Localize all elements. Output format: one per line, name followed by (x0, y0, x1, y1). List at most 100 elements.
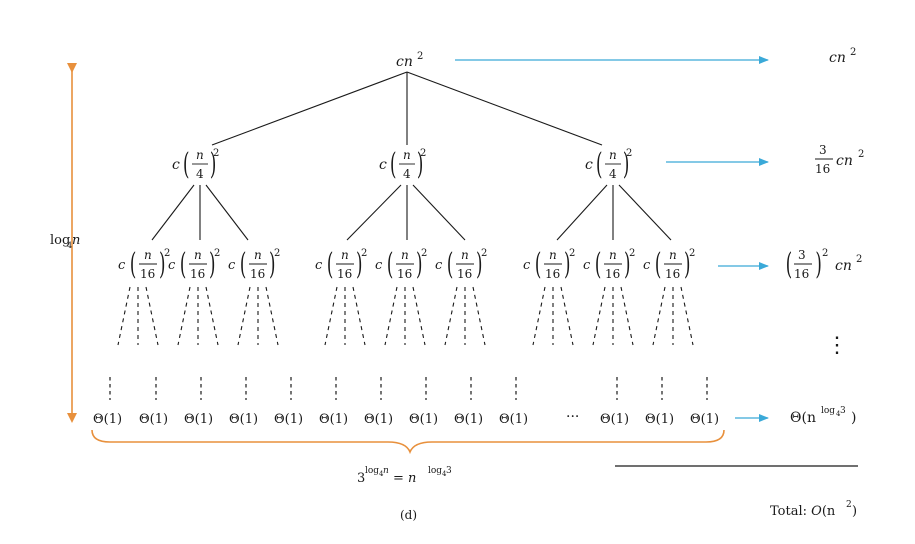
height-label: log 4 n (50, 233, 80, 250)
svg-text:c: c (168, 258, 176, 273)
svg-text:(: ( (596, 147, 602, 182)
svg-text:log: log (365, 466, 379, 476)
leaf-node: Θ(1) (229, 412, 258, 427)
level2-node: c(n16)2 (168, 247, 220, 282)
svg-text:4: 4 (379, 470, 384, 478)
svg-text:c: c (585, 157, 593, 173)
svg-text:c: c (172, 157, 180, 173)
svg-text:c: c (118, 258, 126, 273)
sum-level1: 3 16 cn 2 (815, 143, 864, 176)
svg-text:16: 16 (665, 267, 680, 281)
svg-text:2: 2 (569, 248, 575, 259)
svg-text:c: c (435, 258, 443, 273)
leaf-node: Θ(1) (409, 412, 438, 427)
leaf-node: Θ(1) (690, 412, 719, 427)
level2-node: c(n16)2 (523, 247, 575, 282)
level2-node: c(n16)2 (583, 247, 635, 282)
svg-text:): ) (269, 247, 275, 282)
svg-text:(: ( (390, 147, 396, 182)
svg-text:n: n (341, 248, 349, 262)
svg-text:2: 2 (846, 500, 852, 510)
svg-text:2: 2 (274, 248, 280, 259)
svg-text:16: 16 (457, 267, 472, 281)
total-label: Total: O(n 2 ) (770, 500, 857, 519)
svg-text:2: 2 (164, 248, 170, 259)
svg-text:(: ( (655, 247, 661, 282)
svg-text:log: log (428, 466, 442, 476)
svg-text:16: 16 (815, 162, 830, 176)
figure-caption: (d) (400, 508, 417, 522)
leaf-node: Θ(1) (274, 412, 303, 427)
svg-text:2: 2 (629, 248, 635, 259)
svg-text:c: c (643, 258, 651, 273)
svg-text:c: c (375, 258, 383, 273)
svg-text:4: 4 (196, 167, 204, 181)
svg-text:cn: cn (835, 258, 852, 274)
svg-text:16: 16 (397, 267, 412, 281)
svg-text:2: 2 (213, 148, 219, 159)
svg-text:c: c (228, 258, 236, 273)
svg-text:): ) (851, 410, 856, 426)
level2-node: c ( n 16)2 (118, 247, 170, 282)
leaf-count-brace (91, 429, 725, 455)
svg-text:2: 2 (361, 248, 367, 259)
svg-text:c: c (583, 258, 591, 273)
svg-text:16: 16 (140, 267, 155, 281)
svg-text:2: 2 (421, 248, 427, 259)
sum-level0: cn 2 (829, 47, 856, 66)
leaf-node: Θ(1) (139, 412, 168, 427)
level1-node: c ( n 4 ) 2 (585, 147, 632, 182)
svg-text:): ) (684, 247, 690, 282)
svg-text:n: n (72, 233, 80, 248)
svg-text:): ) (210, 147, 216, 182)
svg-text:3: 3 (446, 466, 452, 476)
root-node: cn 2 (396, 51, 423, 70)
level1-node: c ( n 4 ) 2 (172, 147, 219, 182)
svg-text:3: 3 (819, 143, 827, 157)
svg-text:c: c (379, 157, 387, 173)
svg-text:log: log (821, 406, 835, 416)
svg-text:): ) (476, 247, 482, 282)
sum-level2: ( 3 16 ) 2 cn 2 (786, 247, 863, 282)
svg-text:2: 2 (481, 248, 487, 259)
level1-node: c ( n 4 ) 2 (379, 147, 426, 182)
leaf-node: Θ(1) (645, 412, 674, 427)
svg-text:): ) (416, 247, 422, 282)
svg-text:n: n (383, 466, 389, 476)
svg-text:n: n (196, 148, 204, 162)
svg-text:): ) (417, 147, 423, 182)
svg-text:4: 4 (67, 241, 72, 250)
svg-text:2: 2 (858, 149, 864, 160)
root-coef: c (396, 54, 404, 70)
svg-text:16: 16 (190, 267, 205, 281)
level2-node: c ( n 16)2 (435, 247, 487, 282)
svg-text:2: 2 (626, 148, 632, 159)
svg-text:cn: cn (396, 54, 413, 70)
svg-text:16: 16 (605, 267, 620, 281)
leaf-row: Θ(1)Θ(1)Θ(1)Θ(1)Θ(1)Θ(1)Θ(1)Θ(1)Θ(1)Θ(1)… (93, 412, 719, 427)
svg-text:n: n (461, 248, 469, 262)
root-var: n (404, 54, 413, 70)
svg-text:4: 4 (836, 410, 841, 418)
svg-text:2: 2 (822, 248, 828, 259)
svg-text:16: 16 (794, 267, 809, 281)
root-exp: 2 (417, 51, 423, 62)
svg-text:): ) (624, 247, 630, 282)
svg-text:= n: = n (393, 471, 416, 486)
dashed-fans (117, 286, 694, 346)
svg-text:2: 2 (689, 248, 695, 259)
svg-text:c: c (523, 258, 531, 273)
svg-text:n: n (669, 248, 677, 262)
leaf-stubs (109, 377, 708, 400)
svg-text:c: c (315, 258, 323, 273)
svg-text:): ) (159, 247, 165, 282)
leaf-node: Θ(1) (319, 412, 348, 427)
svg-text:4: 4 (403, 167, 411, 181)
svg-text:n: n (144, 248, 152, 262)
leaf-node: Θ(1) (184, 412, 213, 427)
svg-text:(: ( (130, 247, 136, 282)
svg-text:(: ( (447, 247, 453, 282)
level2-node: c(n16)2 (375, 247, 427, 282)
